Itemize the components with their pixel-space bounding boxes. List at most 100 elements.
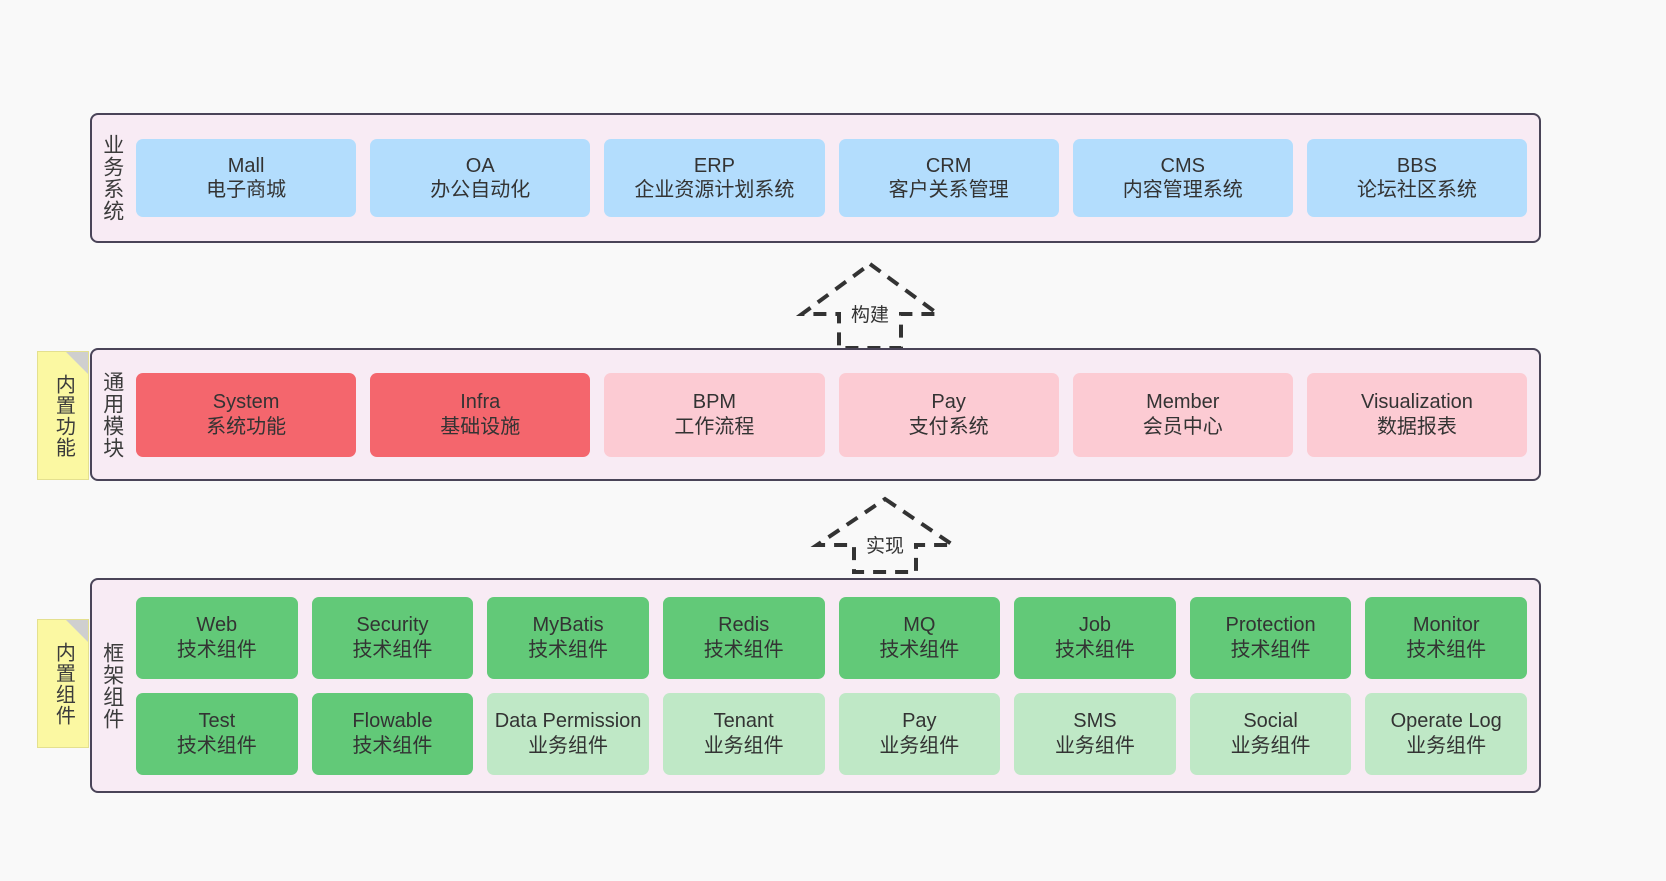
arrow-implement-label: 实现	[865, 536, 904, 557]
card-subtitle: 业务组件	[1230, 734, 1311, 757]
card-subtitle: 企业资源计划系统	[634, 179, 795, 201]
note-fold-corner-icon	[66, 352, 88, 374]
card-sms[interactable]: SMS 业务组件	[1014, 692, 1176, 775]
arrow-build: 构建	[795, 258, 945, 353]
card-title: Pay	[902, 710, 937, 733]
card-infra[interactable]: Infra 基础设施	[370, 372, 591, 457]
note-fold-corner-icon	[66, 620, 88, 642]
card-security[interactable]: Security 技术组件	[311, 596, 474, 679]
card-subtitle: 技术组件	[352, 734, 433, 757]
card-subtitle: 技术组件	[1230, 638, 1311, 661]
card-title: Flowable	[352, 710, 433, 733]
card-mybatis[interactable]: MyBatis 技术组件	[487, 596, 649, 679]
card-pay[interactable]: Pay 支付系统	[838, 372, 1059, 457]
note-builtin-features: 内置功能	[37, 351, 89, 480]
card-title: Pay	[931, 391, 966, 414]
card-subtitle: 办公自动化	[430, 179, 531, 201]
card-title: MQ	[903, 614, 936, 637]
note-label: 内置组件	[52, 641, 75, 726]
card-job[interactable]: Job 技术组件	[1014, 596, 1176, 679]
card-subtitle: 技术组件	[879, 638, 960, 661]
card-web[interactable]: Web 技术组件	[136, 596, 298, 679]
card-subtitle: 内容管理系统	[1122, 179, 1243, 201]
card-redis[interactable]: Redis 技术组件	[662, 596, 825, 679]
card-title: Web	[196, 614, 238, 637]
card-title: System	[212, 391, 280, 414]
card-title: OA	[465, 154, 495, 177]
card-title: MyBatis	[532, 614, 604, 637]
card-subtitle: 业务组件	[1054, 734, 1135, 757]
card-subtitle: 会员中心	[1142, 415, 1223, 438]
card-row: Test 技术组件 Flowable 技术组件 Data Permission …	[136, 692, 1527, 775]
note-builtin-components: 内置组件	[37, 619, 89, 748]
card-oa[interactable]: OA 办公自动化	[370, 139, 591, 217]
card-subtitle: 业务组件	[528, 734, 609, 757]
card-subtitle: 基础设施	[440, 415, 521, 438]
card-title: BBS	[1396, 154, 1437, 177]
card-title: SMS	[1073, 710, 1117, 733]
card-title: Social	[1243, 710, 1298, 733]
card-subtitle: 技术组件	[528, 638, 609, 661]
card-bpm[interactable]: BPM 工作流程	[604, 372, 825, 457]
card-title: Security	[356, 614, 429, 637]
card-subtitle: 数据报表	[1376, 415, 1457, 438]
card-social[interactable]: Social 业务组件	[1189, 692, 1352, 775]
layer-body-framework-component: Web 技术组件 Security 技术组件 MyBatis 技术组件 Redi…	[132, 580, 1539, 791]
card-erp[interactable]: ERP 企业资源计划系统	[604, 139, 825, 217]
card-subtitle: 支付系统	[908, 415, 989, 438]
card-member[interactable]: Member 会员中心	[1072, 372, 1293, 457]
card-test[interactable]: Test 技术组件	[136, 692, 298, 775]
layer-common-module: 通用模块 System 系统功能 Infra 基础设施 BPM 工作流程 Pay…	[90, 348, 1541, 481]
card-title: CRM	[925, 154, 972, 177]
card-subtitle: 电子商城	[206, 179, 287, 201]
layer-body-common-module: System 系统功能 Infra 基础设施 BPM 工作流程 Pay 支付系统…	[132, 350, 1539, 479]
card-protection[interactable]: Protection 技术组件	[1189, 596, 1352, 679]
card-subtitle: 论坛社区系统	[1356, 179, 1477, 201]
card-subtitle: 工作流程	[674, 415, 755, 438]
card-title: ERP	[693, 154, 735, 177]
card-data-permission[interactable]: Data Permission 业务组件	[487, 692, 649, 775]
card-pay-business[interactable]: Pay 业务组件	[838, 692, 1001, 775]
card-subtitle: 技术组件	[1406, 638, 1487, 661]
card-cms[interactable]: CMS 内容管理系统	[1072, 139, 1293, 217]
card-title: Tenant	[713, 710, 774, 733]
card-system[interactable]: System 系统功能	[136, 372, 357, 457]
card-operate-log[interactable]: Operate Log 业务组件	[1365, 692, 1527, 775]
card-title: CMS	[1160, 154, 1205, 177]
card-subtitle: 系统功能	[206, 415, 287, 438]
card-monitor[interactable]: Monitor 技术组件	[1365, 596, 1527, 679]
card-subtitle: 技术组件	[176, 734, 257, 757]
card-subtitle: 客户关系管理	[888, 179, 1009, 201]
card-crm[interactable]: CRM 客户关系管理	[838, 139, 1059, 217]
card-mq[interactable]: MQ 技术组件	[838, 596, 1001, 679]
card-mall[interactable]: Mall 电子商城	[136, 139, 357, 217]
layer-label-common-module: 通用模块	[100, 370, 124, 459]
card-subtitle: 业务组件	[879, 734, 960, 757]
card-flowable[interactable]: Flowable 技术组件	[311, 692, 474, 775]
card-title: Monitor	[1412, 614, 1480, 637]
note-label: 内置功能	[52, 373, 75, 458]
card-subtitle: 技术组件	[176, 638, 257, 661]
layer-label-business-system: 业务系统	[100, 134, 124, 222]
card-bbs[interactable]: BBS 论坛社区系统	[1306, 139, 1528, 217]
card-subtitle: 技术组件	[352, 638, 433, 661]
card-subtitle: 业务组件	[703, 734, 784, 757]
card-row: System 系统功能 Infra 基础设施 BPM 工作流程 Pay 支付系统…	[136, 372, 1528, 457]
card-subtitle: 技术组件	[1054, 638, 1135, 661]
arrow-implement: 实现	[810, 493, 960, 576]
card-title: Redis	[718, 614, 770, 637]
card-visualization[interactable]: Visualization 数据报表	[1306, 372, 1528, 457]
card-title: Operate Log	[1390, 710, 1502, 733]
card-title: Member	[1146, 391, 1220, 414]
card-row: Mall 电子商城 OA 办公自动化 ERP 企业资源计划系统 CRM 客户关系…	[136, 139, 1528, 217]
card-row: Web 技术组件 Security 技术组件 MyBatis 技术组件 Redi…	[136, 596, 1527, 679]
card-title: Mall	[227, 154, 265, 177]
card-tenant[interactable]: Tenant 业务组件	[662, 692, 825, 775]
card-title: Data Permission	[494, 710, 642, 733]
card-title: Job	[1078, 614, 1112, 637]
layer-framework-component: 框架组件 Web 技术组件 Security 技术组件 MyBatis 技术组件…	[90, 578, 1541, 793]
card-title: BPM	[692, 391, 737, 414]
layer-business-system: 业务系统 Mall 电子商城 OA 办公自动化 ERP 企业资源计划系统 CRM…	[90, 113, 1541, 243]
card-title: Test	[198, 710, 236, 733]
